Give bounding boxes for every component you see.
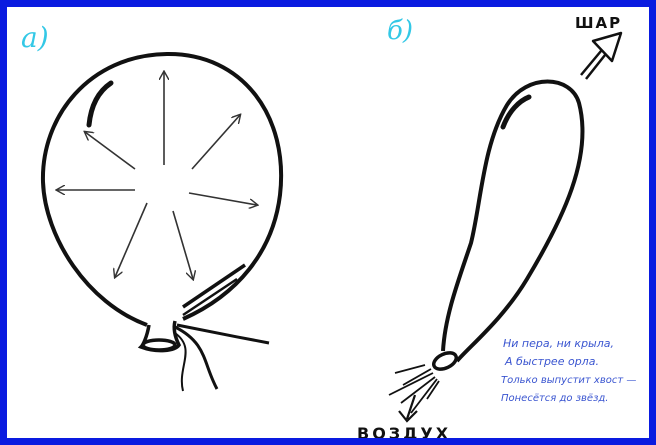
poem-line-4: Понесётся до звёзд. [501, 393, 608, 404]
panel-b-label: б) [387, 16, 413, 46]
poem-block: Ни пера, ни крыла, А быстрее орла. Тольк… [501, 337, 636, 404]
arrow-up-right [192, 115, 240, 169]
pressure-arrows [57, 72, 257, 279]
air-label: ВОЗДУХ [357, 424, 451, 443]
arrow-right [189, 193, 257, 205]
balloon-fold-line-2 [183, 279, 237, 315]
arrow-down-right [173, 211, 193, 279]
balloon-drawing: а) б) ШАР ВОЗДУХ Ни п [7, 7, 656, 445]
ball-direction-arrow [581, 33, 621, 79]
elongated-balloon [443, 82, 583, 362]
balloon-string-3 [177, 325, 269, 343]
balloon-b-neck [431, 350, 459, 373]
ball-label: ШАР [575, 14, 622, 32]
arrow-up-left [85, 132, 135, 169]
poem-line-1: Ни пера, ни крыла, [503, 337, 614, 350]
arrow-down-left [115, 203, 147, 277]
panel-a-label: а) [21, 21, 49, 54]
balloon-b-highlight [503, 97, 529, 127]
air-jets [389, 365, 439, 413]
balloon-highlight [89, 83, 111, 125]
poem-line-3: Только выпустит хвост — [501, 375, 636, 386]
balloon-knot-bottom [143, 340, 175, 350]
poem-line-2: А быстрее орла. [504, 355, 599, 368]
